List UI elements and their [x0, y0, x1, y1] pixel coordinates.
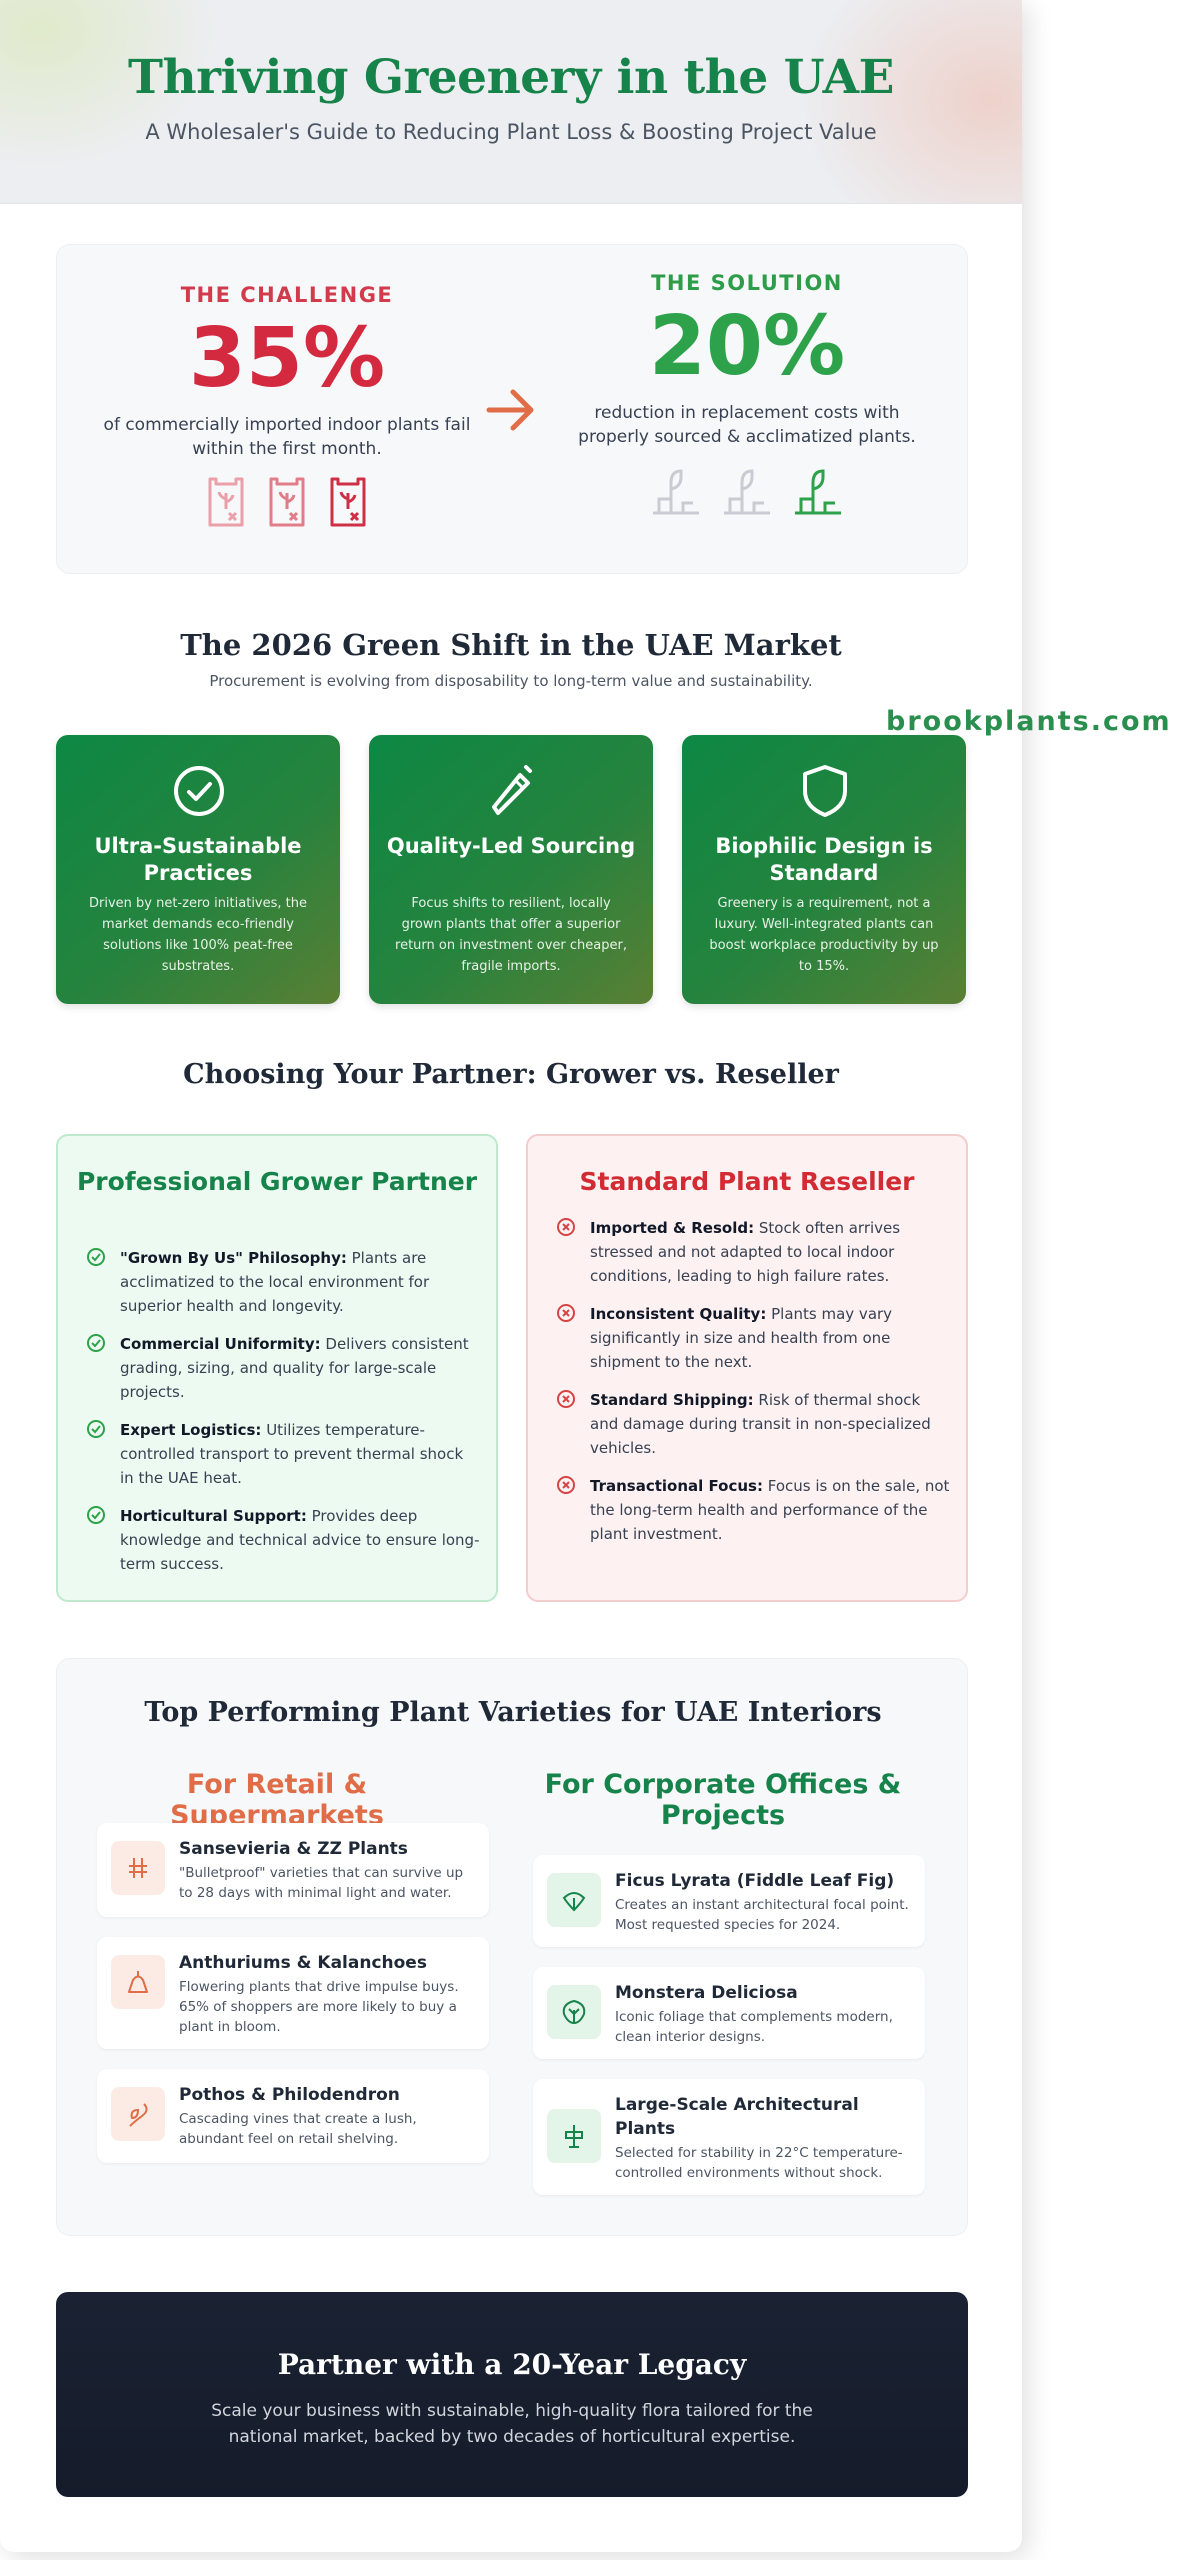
page-title: Thriving Greenery in the UAE	[128, 50, 894, 105]
healthy-plant-icon	[795, 469, 842, 515]
list-item: Ficus Lyrata (Fiddle Leaf Fig) Creates a…	[533, 1855, 925, 1947]
list-item: Large-Scale Architectural Plants Selecte…	[533, 2079, 925, 2195]
cta-text: Scale your business with sustainable, hi…	[211, 2401, 813, 2447]
reseller-card: Standard Plant Reseller Imported & Resol…	[526, 1134, 968, 1602]
challenge-label: THE CHALLENGE	[180, 283, 394, 307]
solution-stat: THE SOLUTION 20% reduction in replacemen…	[557, 271, 937, 521]
green-shift-subtitle: Procurement is evolving from disposabili…	[209, 672, 813, 690]
healthy-plants-icons	[557, 463, 937, 521]
comparison-title: Choosing Your Partner: Grower vs. Resell…	[183, 1059, 839, 1090]
list-item: Sansevieria & ZZ Plants "Bulletproof" va…	[97, 1823, 489, 1917]
failing-plants-icons	[97, 475, 477, 533]
varieties-title: Top Performing Plant Varieties for UAE I…	[144, 1697, 882, 1728]
plant-varieties-panel: Top Performing Plant Varieties for UAE I…	[56, 1658, 968, 2236]
architectural-plant-icon	[565, 2125, 583, 2148]
variety-description: Iconic foliage that complements modern, …	[615, 2009, 893, 2045]
challenge-value: 35%	[188, 311, 386, 406]
challenge-description: of commercially imported indoor plants f…	[103, 415, 471, 459]
solution-description: reduction in replacement costs with prop…	[578, 403, 916, 447]
solution-value: 20%	[648, 299, 846, 394]
trend-card-sustainable: Ultra-Sustainable Practices Driven by ne…	[56, 735, 340, 1004]
x-circle-icon	[557, 1390, 575, 1408]
challenge-stat: THE CHALLENGE 35% of commercially import…	[97, 283, 477, 533]
check-circle-icon	[87, 1248, 105, 1266]
fig-leaf-icon	[562, 1892, 586, 1912]
arrow-right-icon	[486, 389, 534, 431]
trend-card-biophilic: Biophilic Design is Standard Greenery is…	[682, 735, 966, 1004]
variety-name: Sansevieria & ZZ Plants	[179, 1839, 408, 1859]
grower-title: Professional Grower Partner	[76, 1167, 478, 1196]
failing-plant-icon	[208, 477, 244, 527]
retail-column-title: For Retail & Supermarkets	[170, 1769, 384, 1831]
variety-description: Creates an instant architectural focal p…	[615, 1897, 909, 1933]
hero-header: Thriving Greenery in the UAE A Wholesale…	[0, 0, 1022, 204]
variety-description: Flowering plants that drive impulse buys…	[179, 1979, 459, 2035]
trend-text: Driven by net-zero initiatives, the mark…	[88, 896, 307, 974]
monstera-leaf-icon	[562, 1999, 586, 2025]
corporate-column-title: For Corporate Offices & Projects	[544, 1769, 902, 1831]
trend-text: Greenery is a requirement, not a luxury.…	[709, 896, 939, 974]
healthy-plant-icon	[652, 469, 699, 515]
check-circle-icon	[87, 1420, 105, 1438]
challenge-solution-panel: THE CHALLENGE 35% of commercially import…	[56, 244, 968, 574]
variety-name: Large-Scale Architectural Plants	[615, 2095, 859, 2139]
variety-description: Cascading vines that create a lush, abun…	[179, 2111, 417, 2147]
brand-watermark: brookplants.com	[886, 706, 1172, 737]
variety-description: Selected for stability in 22°C temperatu…	[615, 2145, 903, 2181]
x-circle-icon	[557, 1476, 575, 1494]
check-circle-icon	[87, 1506, 105, 1524]
pen-quality-icon	[492, 765, 532, 815]
vine-icon	[129, 2103, 148, 2127]
failing-plant-icon	[330, 477, 366, 527]
list-item: Monstera Deliciosa Iconic foliage that c…	[533, 1967, 925, 2059]
variety-name: Monstera Deliciosa	[615, 1983, 798, 2003]
grower-card: Professional Grower Partner "Grown By Us…	[56, 1134, 498, 1602]
check-circle-icon	[87, 1334, 105, 1352]
trend-title: Biophilic Design is Standard	[715, 834, 933, 885]
cta-title: Partner with a 20-Year Legacy	[277, 2348, 747, 2381]
infographic-page: Thriving Greenery in the UAE A Wholesale…	[0, 0, 1022, 2497]
variety-description: "Bulletproof" varieties that can survive…	[179, 1865, 464, 1901]
snake-plant-icon	[129, 1858, 147, 1878]
trend-card-quality: Quality-Led Sourcing Focus shifts to res…	[369, 735, 653, 1004]
trend-text: Focus shifts to resilient, locally grown…	[395, 896, 627, 974]
green-shift-title: The 2026 Green Shift in the UAE Market	[180, 628, 842, 662]
list-item: Anthuriums & Kalanchoes Flowering plants…	[97, 1937, 489, 2049]
trend-title: Quality-Led Sourcing	[386, 834, 636, 858]
x-circle-icon	[557, 1218, 575, 1236]
solution-label: THE SOLUTION	[651, 271, 843, 295]
variety-name: Ficus Lyrata (Fiddle Leaf Fig)	[615, 1871, 895, 1891]
healthy-plant-icon	[724, 469, 770, 515]
failing-plant-icon	[269, 477, 305, 527]
legacy-cta-banner: Partner with a 20-Year Legacy Scale your…	[56, 2292, 968, 2497]
shield-icon	[803, 765, 847, 817]
reseller-title: Standard Plant Reseller	[579, 1167, 915, 1196]
list-item: Pothos & Philodendron Cascading vines th…	[97, 2069, 489, 2163]
x-circle-icon	[557, 1304, 575, 1322]
trend-title: Ultra-Sustainable Practices	[94, 834, 302, 885]
flower-pot-icon	[128, 1971, 148, 1993]
page-subtitle: A Wholesaler's Guide to Reducing Plant L…	[145, 120, 877, 144]
variety-name: Anthuriums & Kalanchoes	[179, 1953, 427, 1973]
variety-name: Pothos & Philodendron	[179, 2085, 400, 2105]
check-circle-icon	[174, 766, 224, 816]
